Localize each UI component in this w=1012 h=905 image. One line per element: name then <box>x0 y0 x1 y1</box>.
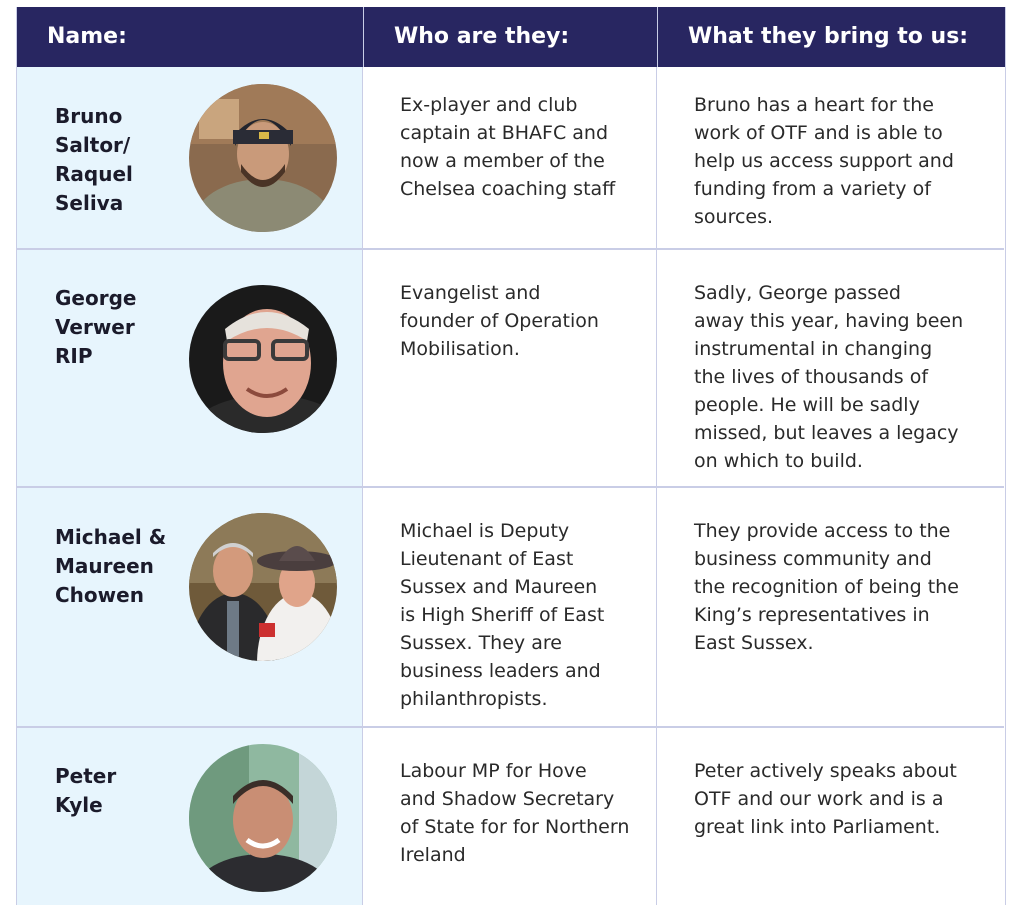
person-name: Bruno Saltor/ Raquel Seliva <box>55 104 133 215</box>
name-cell: George Verwer RIP <box>17 250 363 486</box>
table-row: Peter Kyle Labour MP for Hove and Shadow… <box>17 728 1004 905</box>
who-text: Evangelist and founder of Operation Mobi… <box>400 282 599 360</box>
name-cell: Bruno Saltor/ Raquel Seliva <box>17 67 363 248</box>
who-cell: Evangelist and founder of Operation Mobi… <box>363 250 657 486</box>
portrait-photo <box>189 84 337 232</box>
header-bring: What they bring to us: <box>657 7 1005 67</box>
who-text: Michael is Deputy Lieutenant of East Sus… <box>400 520 605 710</box>
who-text: Ex-player and club captain at BHAFC and … <box>400 94 616 200</box>
bring-cell: Peter actively speaks about OTF and our … <box>657 728 1004 905</box>
table-row: George Verwer RIP Evangelist and founder… <box>17 250 1004 486</box>
table-row: Bruno Saltor/ Raquel Seliva Ex-player an… <box>17 67 1004 248</box>
bring-text: Bruno has a heart for the work of OTF an… <box>694 94 954 228</box>
row-divider <box>17 486 1004 488</box>
person-name: George Verwer RIP <box>55 286 137 368</box>
bring-cell: Sadly, George passed away this year, hav… <box>657 250 1004 486</box>
bring-cell: Bruno has a heart for the work of OTF an… <box>657 67 1004 248</box>
bring-cell: They provide access to the business comm… <box>657 488 1004 726</box>
person-name: Michael & Maureen Chowen <box>55 525 167 607</box>
who-text: Labour MP for Hove and Shadow Secretary … <box>400 760 630 866</box>
who-cell: Michael is Deputy Lieutenant of East Sus… <box>363 488 657 726</box>
header-name: Name: <box>17 7 363 67</box>
row-divider <box>17 726 1004 728</box>
bring-text: They provide access to the business comm… <box>694 520 959 654</box>
who-cell: Labour MP for Hove and Shadow Secretary … <box>363 728 657 905</box>
portrait-photo <box>189 285 337 433</box>
partners-table: Name: Who are they: What they bring to u… <box>16 7 1006 905</box>
name-cell: Peter Kyle <box>17 728 363 905</box>
header-who: Who are they: <box>363 7 657 67</box>
name-cell: Michael & Maureen Chowen <box>17 488 363 726</box>
person-name: Peter Kyle <box>55 764 117 817</box>
table-row: Michael & Maureen Chowen Michae <box>17 488 1004 726</box>
bring-text: Sadly, George passed away this year, hav… <box>694 282 964 472</box>
portrait-photo <box>189 513 337 661</box>
row-divider <box>17 248 1004 250</box>
bring-text: Peter actively speaks about OTF and our … <box>694 760 957 838</box>
portrait-photo <box>189 744 337 892</box>
who-cell: Ex-player and club captain at BHAFC and … <box>363 67 657 248</box>
